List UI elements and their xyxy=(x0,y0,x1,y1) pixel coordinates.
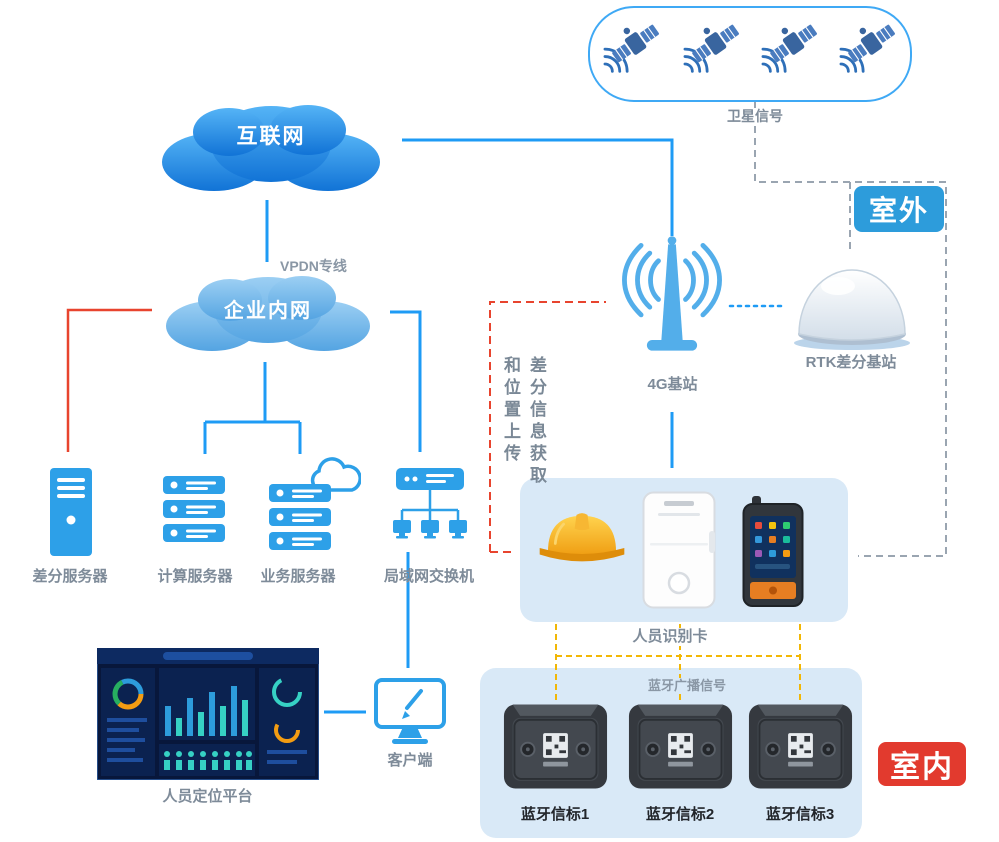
lan-switch-label: 局域网交换机 xyxy=(383,568,474,585)
indoor-badge: 室内 xyxy=(878,742,966,786)
satellites-icon xyxy=(602,14,900,73)
beacon-1-label: 蓝牙信标1 xyxy=(520,806,590,823)
platform-label: 人员定位平台 xyxy=(162,788,253,805)
rugged-phone-icon xyxy=(742,496,804,613)
beacon-2-label: 蓝牙信标2 xyxy=(645,806,715,823)
platform-screenshot xyxy=(96,647,320,785)
internet-cloud xyxy=(146,94,396,199)
lan-switch-icon xyxy=(388,462,472,567)
bluetooth-beacon-3-icon xyxy=(748,700,853,792)
bluetooth-beacon-2-icon xyxy=(628,700,733,792)
flow-text-left: 和位置上传 xyxy=(501,356,520,466)
indoor-beacons-panel xyxy=(480,668,862,838)
bluetooth-beacon-1-icon xyxy=(503,700,608,792)
client-label: 客户端 xyxy=(387,752,433,769)
client-monitor-icon xyxy=(372,676,448,755)
beacon-3-label: 蓝牙信标3 xyxy=(765,806,835,823)
wire-intranet-switch xyxy=(390,310,422,452)
id-card-device-icon xyxy=(642,491,716,614)
vpdn-label: VPDN专线 xyxy=(280,258,347,274)
compute-server-label: 计算服务器 xyxy=(157,568,233,585)
intranet-cloud-label: 企业内网 xyxy=(224,300,312,322)
satellite-signal-label: 卫星信号 xyxy=(705,108,805,125)
4g-station-label: 4G基站 xyxy=(647,376,698,393)
business-server-icon xyxy=(266,452,362,561)
safety-helmet-icon xyxy=(536,500,628,579)
outdoor-badge: 室外 xyxy=(854,186,944,232)
wire-4g-to-internet xyxy=(402,138,674,236)
business-server-label: 业务服务器 xyxy=(260,568,336,585)
wire-intranet-diff-server xyxy=(66,308,152,452)
bt-broadcast-label: 蓝牙广播信号 xyxy=(622,678,752,694)
4g-tower-icon xyxy=(614,228,730,373)
person-id-card-label: 人员识别卡 xyxy=(610,628,730,646)
flow-text-right: 差分信息获取 xyxy=(527,356,546,488)
rtk-dome-icon xyxy=(790,260,914,357)
rtk-station-label: RTK差分基站 xyxy=(805,354,897,371)
diff-server-icon xyxy=(46,466,96,563)
satellite-group xyxy=(588,6,912,102)
person-card-panel xyxy=(520,478,848,622)
diff-server-label: 差分服务器 xyxy=(32,568,108,585)
compute-server-icon xyxy=(160,474,228,555)
intranet-cloud xyxy=(150,264,386,361)
internet-cloud-label: 互联网 xyxy=(236,125,306,148)
